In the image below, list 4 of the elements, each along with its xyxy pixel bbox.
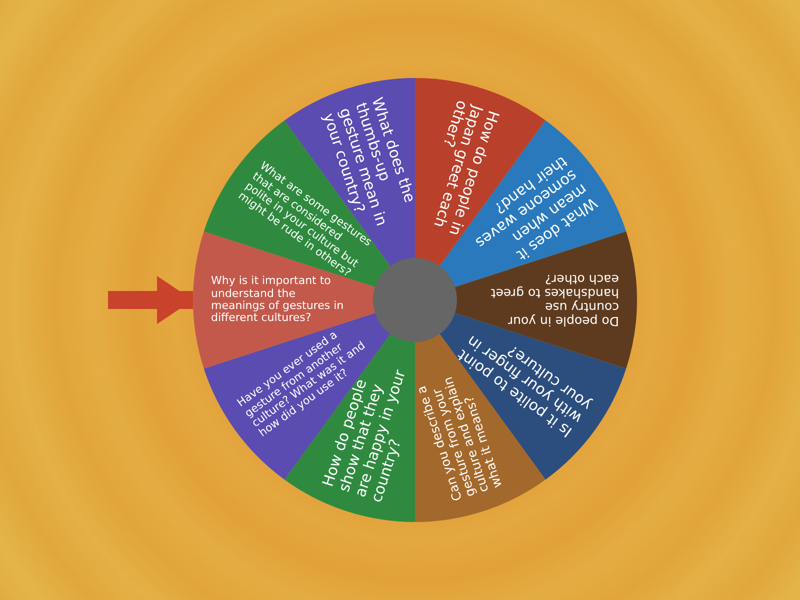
question-text: Why is it important to understand the meanings of gestures in different cultures? (211, 275, 351, 325)
hub-circle (373, 258, 457, 342)
pointer-arrow (108, 276, 193, 324)
question-text: Do people in your country use handshakes to greet each other? (479, 272, 619, 328)
